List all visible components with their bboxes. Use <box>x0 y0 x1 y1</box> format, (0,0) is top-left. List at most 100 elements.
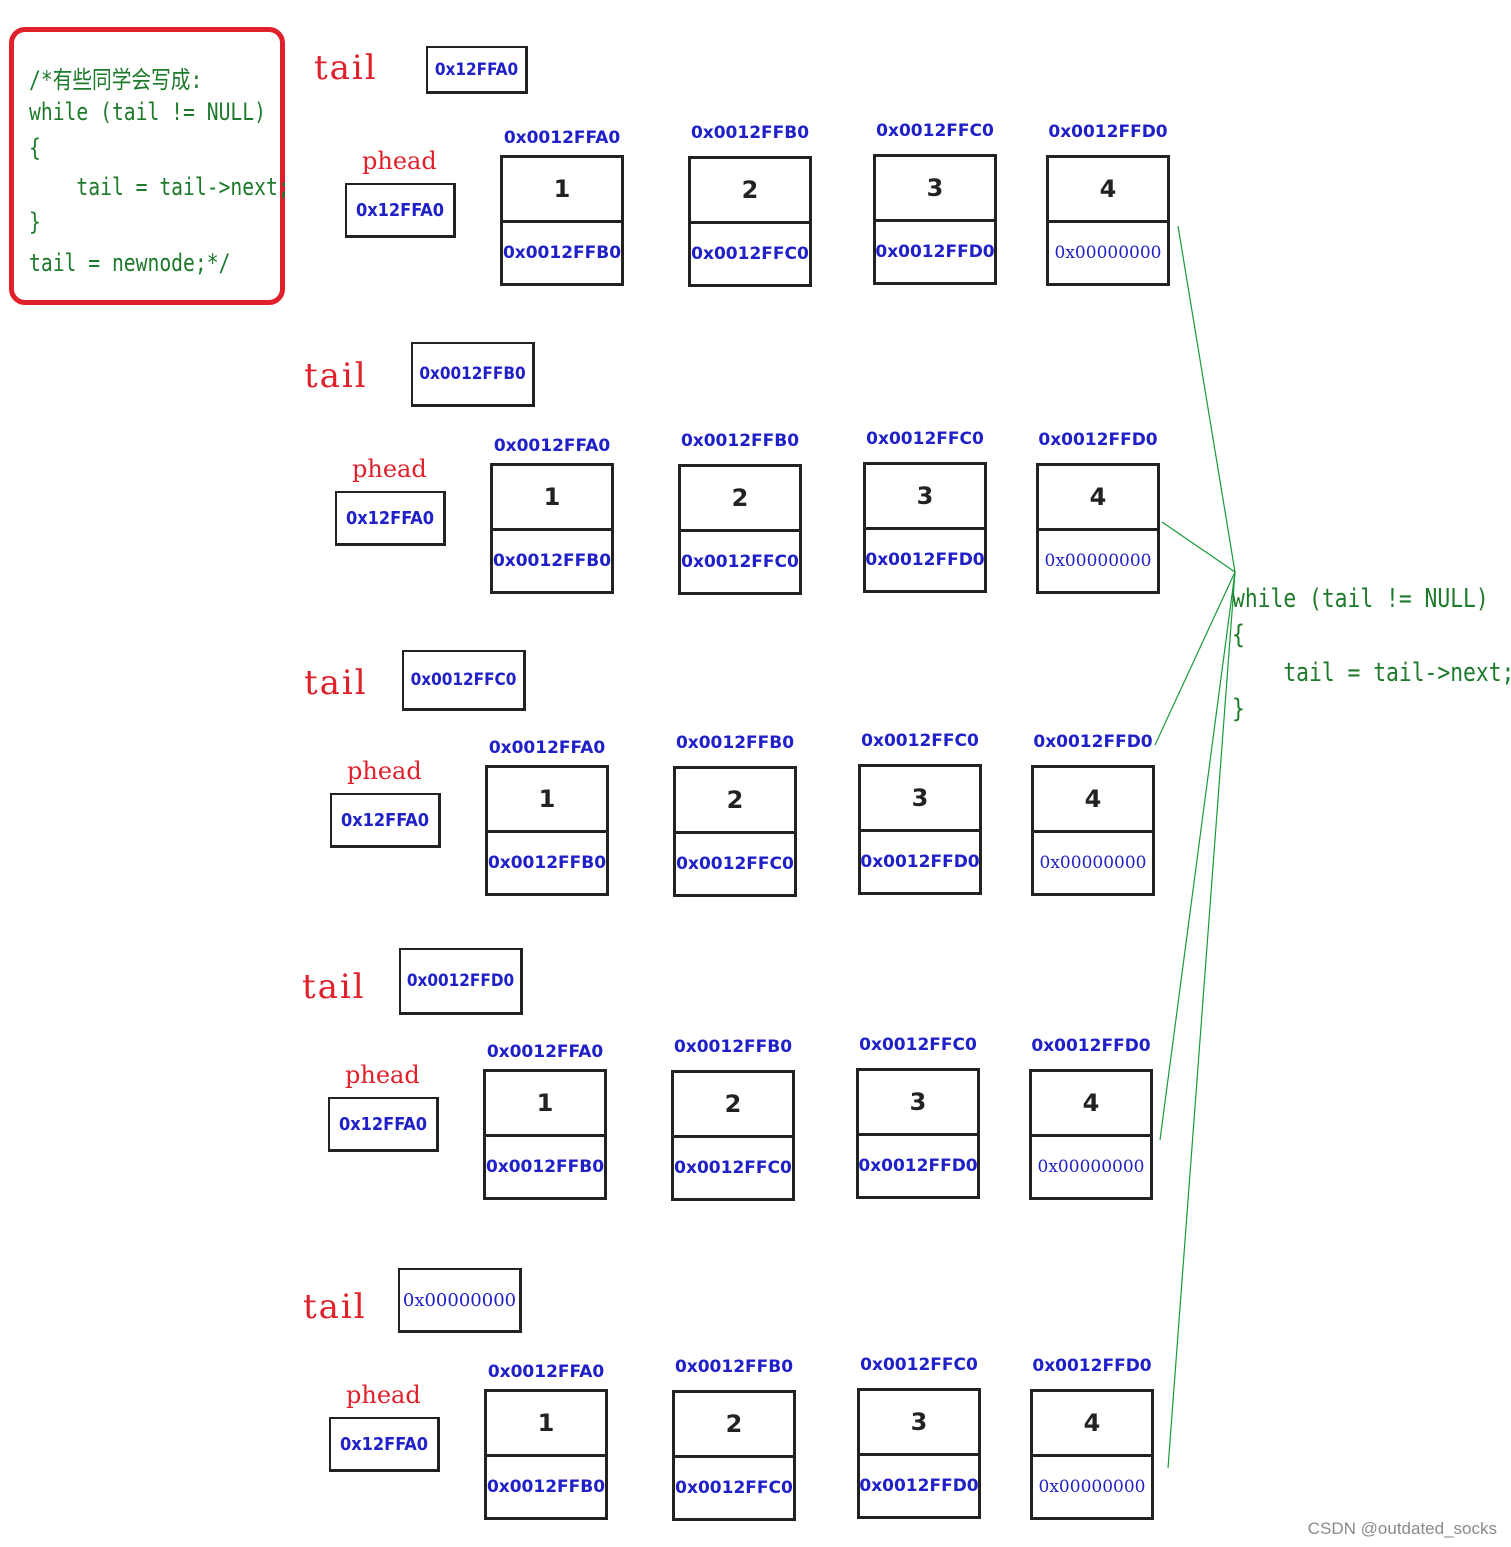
node-next-pointer: 0x0012FFC0 <box>675 1478 793 1498</box>
list-node: 4 0x00000000 <box>1036 463 1160 594</box>
node-next-pointer: 0x0012FFB0 <box>486 1477 606 1497</box>
node-next-pointer: 0x0012FFB0 <box>487 853 607 873</box>
tail-pointer-box: 0x0012FFC0 <box>402 650 526 711</box>
node-value: 4 <box>1032 1072 1150 1137</box>
phead-pointer-box: 0x12FFA0 <box>328 1097 439 1152</box>
list-node: 4 0x00000000 <box>1030 1389 1154 1520</box>
node-next-pointer: 0x0012FFC0 <box>674 1158 792 1178</box>
node-next-pointer: 0x0012FFD0 <box>859 1476 979 1496</box>
list-node: 2 0x0012FFC0 <box>671 1070 795 1201</box>
right-code-line-4: } <box>1232 694 1245 724</box>
connector-line <box>1159 571 1236 1141</box>
node-value: 2 <box>674 1073 792 1138</box>
node-address-label: 0x0012FFA0 <box>503 128 621 148</box>
node-next-pointer: 0x00000000 <box>1054 243 1162 263</box>
note-line-5: } <box>29 208 41 236</box>
connector-line <box>1177 225 1236 573</box>
note-line-3: { <box>29 134 41 162</box>
node-address-label: 0x0012FFC0 <box>876 121 994 141</box>
tail-pointer-box: 0x0012FFB0 <box>411 342 535 407</box>
tail-pointer-box: 0x00000000 <box>398 1268 522 1333</box>
phead-pointer-box: 0x12FFA0 <box>329 1417 440 1472</box>
tail-label: tail <box>302 967 366 1007</box>
node-address-label: 0x0012FFC0 <box>866 429 984 449</box>
node-next-pointer: 0x0012FFD0 <box>865 550 985 570</box>
node-value: 3 <box>866 465 984 530</box>
list-node: 4 0x00000000 <box>1029 1069 1153 1200</box>
phead-label: phead <box>346 1381 421 1409</box>
node-address-label: 0x0012FFB0 <box>675 733 795 753</box>
phead-label: phead <box>362 147 437 175</box>
tail-label: tail <box>303 1287 367 1327</box>
list-node: 4 0x00000000 <box>1031 765 1155 896</box>
node-value: 2 <box>691 159 809 224</box>
node-address-label: 0x0012FFB0 <box>673 1037 793 1057</box>
list-node: 2 0x0012FFC0 <box>673 766 797 897</box>
list-node: 3 0x0012FFD0 <box>858 764 982 895</box>
node-value: 4 <box>1033 1392 1151 1457</box>
phead-label: phead <box>352 455 427 483</box>
node-value: 3 <box>860 1391 978 1456</box>
node-value: 4 <box>1039 466 1157 531</box>
node-value: 2 <box>681 467 799 532</box>
tail-label: tail <box>304 356 368 396</box>
node-next-pointer: 0x00000000 <box>1037 1157 1145 1177</box>
node-next-pointer: 0x0012FFC0 <box>676 854 794 874</box>
phead-pointer-box: 0x12FFA0 <box>345 183 456 238</box>
right-code-line-1: while (tail != NULL) <box>1232 584 1489 614</box>
node-address-label: 0x0012FFD0 <box>1033 732 1153 752</box>
node-value: 3 <box>861 767 979 832</box>
node-next-pointer: 0x0012FFD0 <box>860 852 980 872</box>
node-value: 1 <box>503 158 621 223</box>
node-value: 1 <box>488 768 606 833</box>
node-value: 1 <box>486 1072 604 1137</box>
connector-line <box>1154 571 1236 746</box>
note-line-1: /*有些同学会写成: <box>29 66 203 94</box>
list-node: 1 0x0012FFB0 <box>485 765 609 896</box>
node-next-pointer: 0x0012FFB0 <box>502 243 622 263</box>
tail-pointer-box: 0x12FFA0 <box>426 46 528 94</box>
node-value: 4 <box>1034 768 1152 833</box>
node-address-label: 0x0012FFD0 <box>1031 1036 1151 1056</box>
node-next-pointer: 0x00000000 <box>1038 1477 1146 1497</box>
node-address-label: 0x0012FFA0 <box>486 1042 604 1062</box>
node-value: 1 <box>493 466 611 531</box>
list-node: 3 0x0012FFD0 <box>863 462 987 593</box>
note-line-6: tail = newnode;*/ <box>29 249 231 277</box>
code-note-box: /*有些同学会写成: while (tail != NULL) { tail =… <box>9 27 290 305</box>
note-line-4: tail = tail->next; <box>29 173 290 201</box>
phead-pointer-box: 0x12FFA0 <box>335 491 446 546</box>
node-next-pointer: 0x00000000 <box>1039 853 1147 873</box>
node-value: 2 <box>676 769 794 834</box>
list-node: 1 0x0012FFB0 <box>500 155 624 286</box>
node-value: 3 <box>859 1071 977 1136</box>
node-address-label: 0x0012FFB0 <box>674 1357 794 1377</box>
node-address-label: 0x0012FFA0 <box>487 1362 605 1382</box>
node-address-label: 0x0012FFC0 <box>859 1035 977 1055</box>
tail-label: tail <box>314 48 378 88</box>
node-address-label: 0x0012FFA0 <box>488 738 606 758</box>
tail-pointer-box: 0x0012FFD0 <box>399 948 523 1015</box>
list-node: 3 0x0012FFD0 <box>857 1388 981 1519</box>
list-node: 1 0x0012FFB0 <box>484 1389 608 1520</box>
node-address-label: 0x0012FFA0 <box>493 436 611 456</box>
phead-pointer-box: 0x12FFA0 <box>330 793 441 848</box>
right-code-line-3: tail = tail->next; <box>1232 658 1511 688</box>
tail-label: tail <box>304 663 368 703</box>
watermark: CSDN @outdated_socks <box>1307 1519 1497 1538</box>
node-next-pointer: 0x0012FFC0 <box>681 552 799 572</box>
phead-label: phead <box>347 757 422 785</box>
node-value: 1 <box>487 1392 605 1457</box>
right-code-line-2: { <box>1232 620 1245 650</box>
node-address-label: 0x0012FFB0 <box>680 431 800 451</box>
node-address-label: 0x0012FFC0 <box>861 731 979 751</box>
node-address-label: 0x0012FFC0 <box>860 1355 978 1375</box>
node-next-pointer: 0x00000000 <box>1044 551 1152 571</box>
